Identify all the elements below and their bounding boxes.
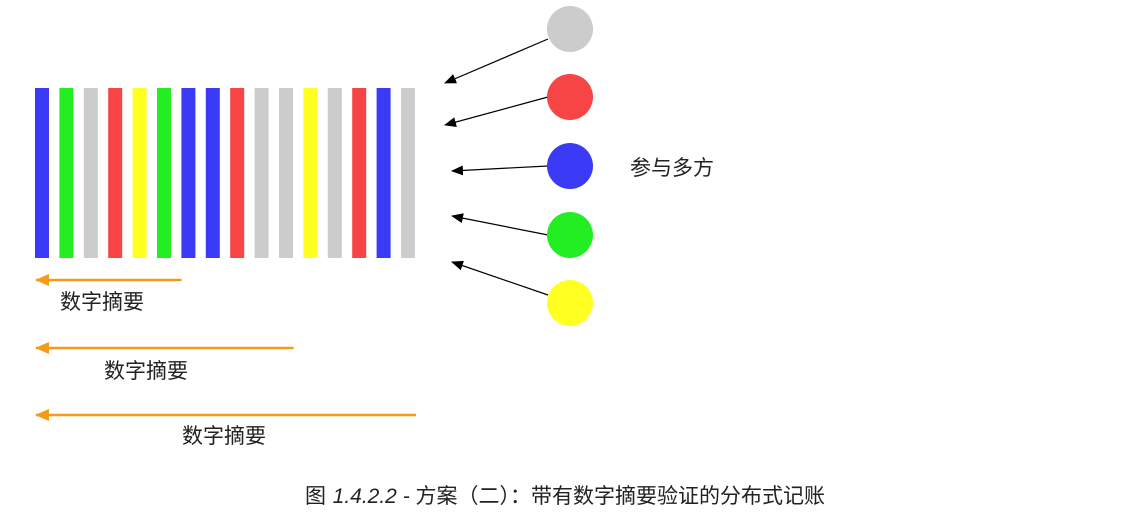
ledger-block-gray — [279, 88, 293, 258]
participant-arrow — [444, 38, 549, 84]
ledger-block-blue — [181, 88, 196, 258]
participant-arrow — [451, 260, 549, 296]
participant-node-green — [547, 212, 593, 258]
ledger-block-red — [108, 88, 123, 258]
ledger-block-gray — [327, 88, 342, 258]
ledger-block-gray — [254, 88, 269, 258]
ledger-block-yellow — [303, 88, 318, 258]
digest-label: 数字摘要 — [104, 359, 188, 383]
ledger-block-strip — [35, 88, 415, 258]
participant-arrow — [444, 96, 549, 127]
ledger-block-gray — [83, 88, 98, 258]
caption-separator: - — [396, 485, 416, 508]
ledger-block-blue — [205, 88, 220, 258]
participants-label: 参与多方 — [630, 156, 714, 180]
digest-arrows — [35, 274, 416, 421]
ledger-block-gray — [401, 88, 415, 258]
participant-node-red — [547, 74, 593, 120]
participant-nodes — [547, 6, 593, 326]
participant-arrows — [444, 38, 549, 296]
caption-prefix: 图 — [304, 484, 333, 508]
participant-node-blue — [547, 143, 593, 189]
participant-node-yellow — [547, 280, 593, 326]
ledger-block-red — [230, 88, 245, 258]
participant-arrow — [451, 165, 549, 176]
caption-figure-number: 1.4.2.2 — [332, 485, 397, 508]
ledger-block-yellow — [132, 88, 147, 258]
participant-arrow — [451, 213, 549, 236]
ledger-block-red — [352, 88, 367, 258]
participant-node-gray — [547, 6, 593, 52]
digest-label: 数字摘要 — [60, 290, 144, 314]
ledger-block-blue — [35, 88, 49, 258]
ledger-block-blue — [376, 88, 391, 258]
digest-label: 数字摘要 — [182, 424, 266, 448]
ledger-block-green — [157, 88, 171, 258]
caption-title: 方案（二）：带有数字摘要验证的分布式记账 — [415, 484, 826, 508]
ledger-block-green — [59, 88, 74, 258]
figure-caption: 图 1.4.2.2 - 方案（二）：带有数字摘要验证的分布式记账 — [0, 480, 1130, 510]
